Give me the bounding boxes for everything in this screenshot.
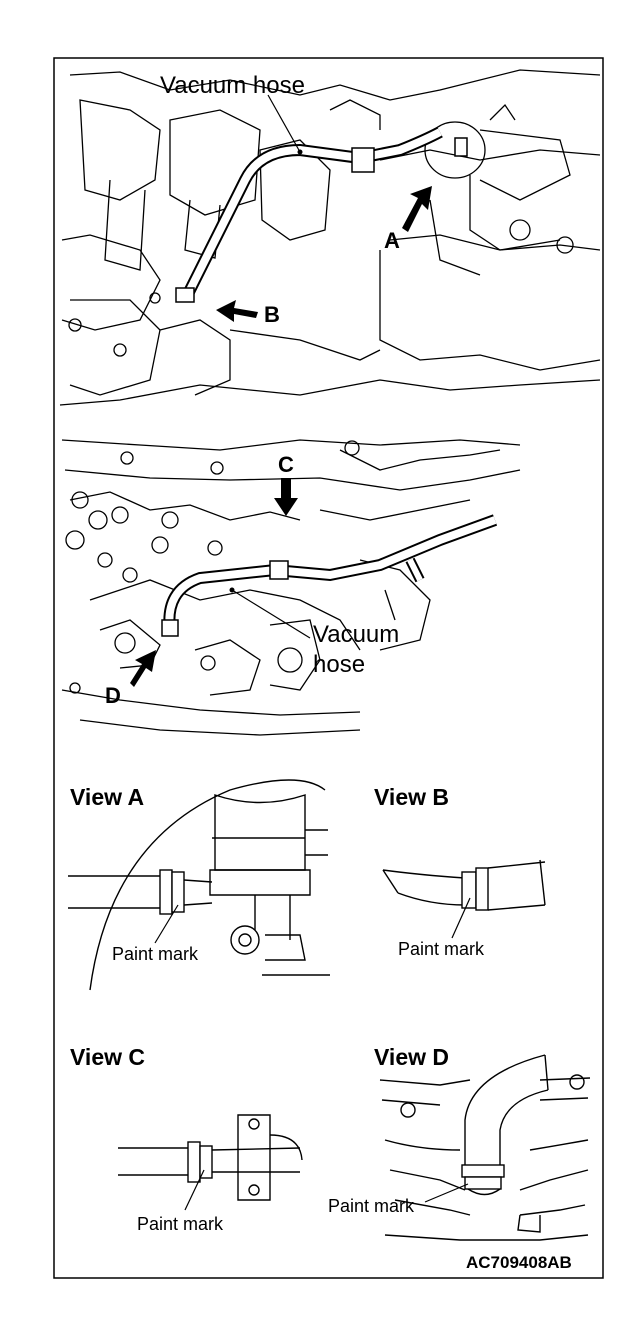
view-a-title: View A (70, 784, 144, 810)
middle-engine-illustration (61, 439, 521, 736)
view-d-paint-mark-leader (424, 1183, 469, 1203)
arrow-a-icon (402, 186, 432, 232)
arrow-d-icon (130, 650, 156, 687)
view-d-paint-mark-label: Paint mark (328, 1196, 415, 1216)
view-a-illustration (68, 779, 330, 991)
arrow-d-label: D (105, 683, 121, 708)
figure-code: AC709408AB (466, 1253, 572, 1272)
arrow-b-icon (216, 300, 258, 322)
arrow-b-label: B (264, 302, 280, 327)
view-b-paint-mark-label: Paint mark (398, 939, 485, 959)
vacuum-hose-top-label: Vacuum hose (160, 72, 305, 99)
vacuum-hose-top (175, 126, 468, 303)
view-b-illustration (382, 859, 546, 911)
vacuum-hose-middle-label-2: hose (313, 651, 365, 678)
figure-border (53, 57, 604, 1279)
view-c-paint-mark-leader (184, 1169, 205, 1211)
view-a-paint-mark-leader (154, 904, 179, 944)
arrow-c-label: C (278, 452, 294, 477)
view-c-illustration (118, 1114, 303, 1201)
view-a-paint-mark-label: Paint mark (112, 944, 199, 964)
top-engine-illustration (59, 69, 601, 406)
view-c-paint-mark-label: Paint mark (137, 1214, 224, 1234)
arrow-c-icon (274, 478, 298, 516)
vacuum-hose-top-leader (267, 94, 301, 153)
arrow-a-label: A (384, 228, 400, 253)
view-c-title: View C (70, 1044, 145, 1070)
view-b-title: View B (374, 784, 449, 810)
view-d-title: View D (374, 1044, 449, 1070)
view-d-illustration (379, 1054, 591, 1241)
view-b-paint-mark-leader (451, 897, 471, 939)
vacuum-hose-middle (161, 514, 498, 637)
vacuum-hose-middle-leader (231, 589, 311, 639)
vacuum-hose-middle-label-1: Vacuum (313, 621, 399, 648)
